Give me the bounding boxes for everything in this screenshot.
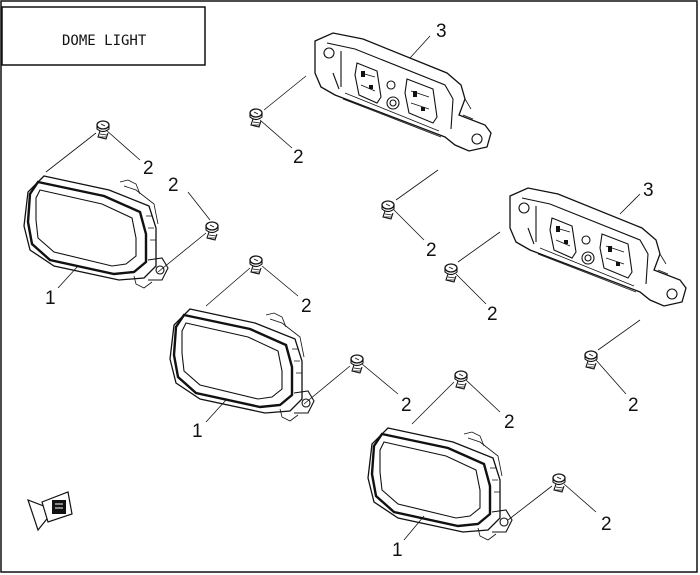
callout-part-2: 2 [168, 175, 179, 196]
screw-icon [444, 263, 458, 283]
callout-part-1: 1 [192, 421, 203, 442]
callout-part-3: 3 [643, 180, 654, 201]
callout-part-2: 2 [601, 514, 612, 535]
title-box: DOME LIGHT [1, 6, 206, 66]
callout-part-2: 2 [426, 240, 437, 261]
screw-icon [552, 473, 566, 493]
screw-icon [350, 354, 364, 374]
screw-icon [454, 370, 468, 390]
screw-icon [584, 350, 598, 370]
screw-icon [249, 255, 263, 275]
mounting-bracket-icon [314, 32, 492, 152]
dome-light-lens-icon [168, 307, 316, 423]
callout-part-2: 2 [293, 147, 304, 168]
screw-icon [381, 200, 395, 220]
diagram-title: DOME LIGHT [62, 33, 147, 49]
screw-icon [205, 221, 219, 241]
callout-part-2: 2 [301, 296, 312, 317]
screw-icon [96, 120, 110, 140]
callout-part-2: 2 [504, 412, 515, 433]
callout-part-1: 1 [45, 288, 56, 309]
callout-part-2: 2 [628, 395, 639, 416]
screw-icon [249, 108, 263, 128]
dome-light-lens-icon [22, 174, 170, 290]
callout-labels: 2 2 2 2 2 2 2 2 2 2 1 1 1 3 3 [45, 21, 654, 561]
callout-part-1: 1 [392, 540, 403, 561]
mounting-bracket-icon [509, 187, 687, 307]
callout-part-2: 2 [401, 395, 412, 416]
dome-light-lens-icon [366, 426, 514, 542]
callout-part-2: 2 [487, 304, 498, 325]
callout-part-2: 2 [143, 158, 154, 179]
assembly-lines [45, 75, 641, 521]
front-direction-arrow-icon [27, 491, 73, 532]
callout-part-3: 3 [436, 21, 447, 42]
leader-lines [57, 35, 641, 541]
